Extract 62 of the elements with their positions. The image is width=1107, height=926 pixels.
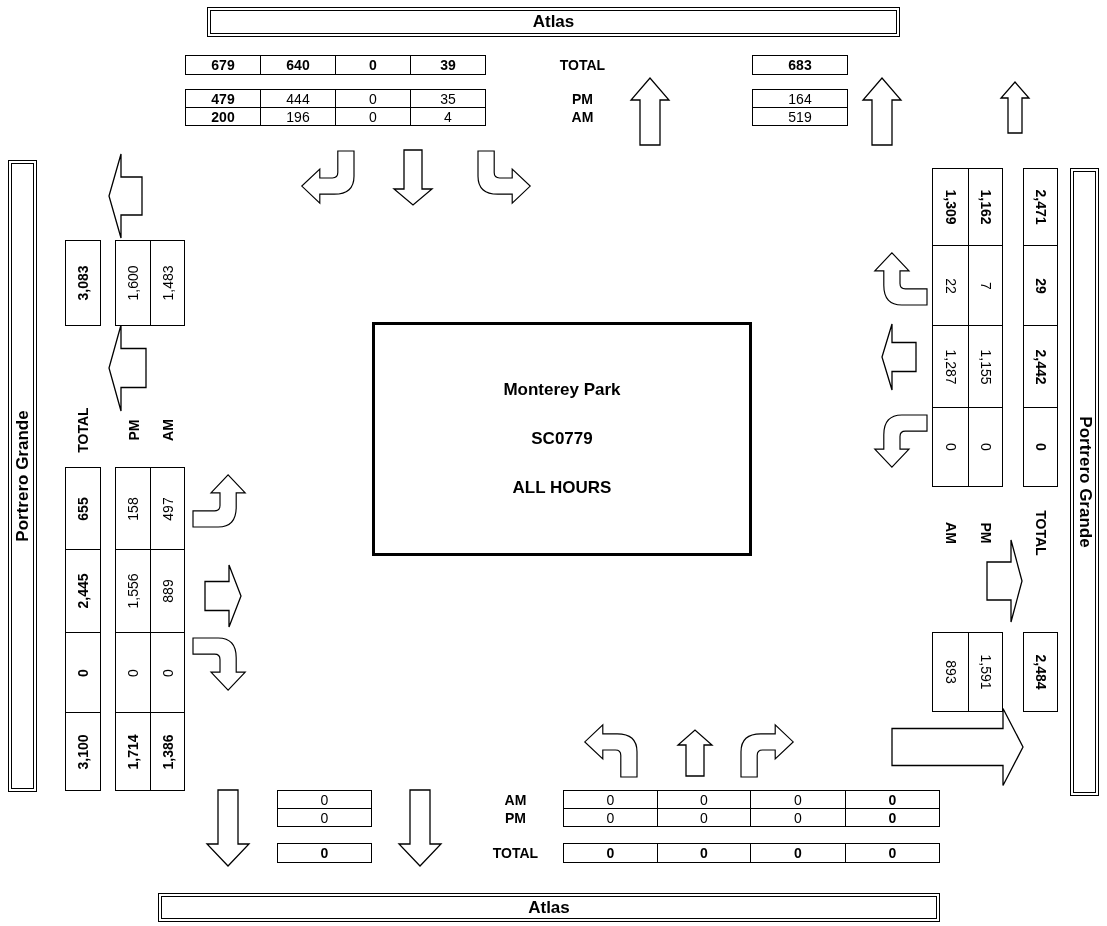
count-cell: 893 xyxy=(932,632,969,712)
count-cell: 200 xyxy=(185,107,261,126)
period-label: TOTAL xyxy=(558,56,607,75)
count-cell: 0 xyxy=(968,407,1003,487)
count-cell: 1,309 xyxy=(932,168,969,246)
count-cell: 29 xyxy=(1023,245,1058,326)
period-label: AM xyxy=(158,418,177,443)
site-text: SC0779 xyxy=(531,429,593,449)
count-cell: 158 xyxy=(115,467,151,550)
street-name: Atlas xyxy=(528,897,570,918)
street-band xyxy=(207,7,900,37)
period-label: AM xyxy=(570,107,595,126)
site-box xyxy=(372,322,752,556)
street-band xyxy=(1070,168,1099,796)
count-cell: 4 xyxy=(410,107,486,126)
count-cell: 497 xyxy=(150,467,185,550)
count-cell: 655 xyxy=(65,467,101,550)
count-cell: 0 xyxy=(335,55,411,75)
site-text: Monterey Park xyxy=(503,380,621,400)
street-band xyxy=(8,160,37,792)
count-cell: 679 xyxy=(185,55,261,75)
street-band xyxy=(158,893,940,922)
period-label: AM xyxy=(941,520,960,546)
count-cell: 1,591 xyxy=(968,632,1003,712)
count-cell: 0 xyxy=(563,843,658,863)
count-cell: 0 xyxy=(657,843,751,863)
count-cell: 3,100 xyxy=(65,712,101,791)
count-cell: 2,445 xyxy=(65,549,101,633)
count-cell: 0 xyxy=(845,843,940,863)
period-label: PM xyxy=(571,89,594,108)
count-cell: 39 xyxy=(410,55,486,75)
count-cell: 683 xyxy=(752,55,848,75)
count-cell: 1,162 xyxy=(968,168,1003,246)
count-cell: 1,714 xyxy=(115,712,151,791)
count-cell: 2,442 xyxy=(1023,325,1058,408)
period-label: AM xyxy=(503,790,528,809)
period-label: PM xyxy=(504,808,527,827)
count-cell: 0 xyxy=(277,808,372,827)
count-cell: 1,386 xyxy=(150,712,185,791)
street-name: Atlas xyxy=(532,12,575,32)
count-cell: 1,483 xyxy=(150,240,185,326)
count-cell: 1,600 xyxy=(115,240,151,326)
count-cell: 0 xyxy=(65,632,101,713)
count-cell: 0 xyxy=(845,808,940,827)
count-cell: 0 xyxy=(563,808,658,827)
count-cell: 2,471 xyxy=(1023,168,1058,246)
count-cell: 0 xyxy=(277,843,372,863)
count-cell: 2,484 xyxy=(1023,632,1058,712)
count-cell: 0 xyxy=(1023,407,1058,487)
period-label: TOTAL xyxy=(74,406,92,455)
period-label: TOTAL xyxy=(1031,508,1050,558)
count-cell: 0 xyxy=(750,843,846,863)
street-name: Portrero Grande xyxy=(1074,416,1095,548)
count-cell: 0 xyxy=(932,407,969,487)
street-name: Portrero Grande xyxy=(12,410,33,542)
count-cell: 640 xyxy=(260,55,336,75)
period-label: PM xyxy=(124,418,142,443)
count-cell: 519 xyxy=(752,107,848,126)
count-cell: 3,083 xyxy=(65,240,101,326)
period-label: PM xyxy=(976,521,995,545)
site-text: ALL HOURS xyxy=(512,478,612,498)
period-label: TOTAL xyxy=(491,844,540,863)
